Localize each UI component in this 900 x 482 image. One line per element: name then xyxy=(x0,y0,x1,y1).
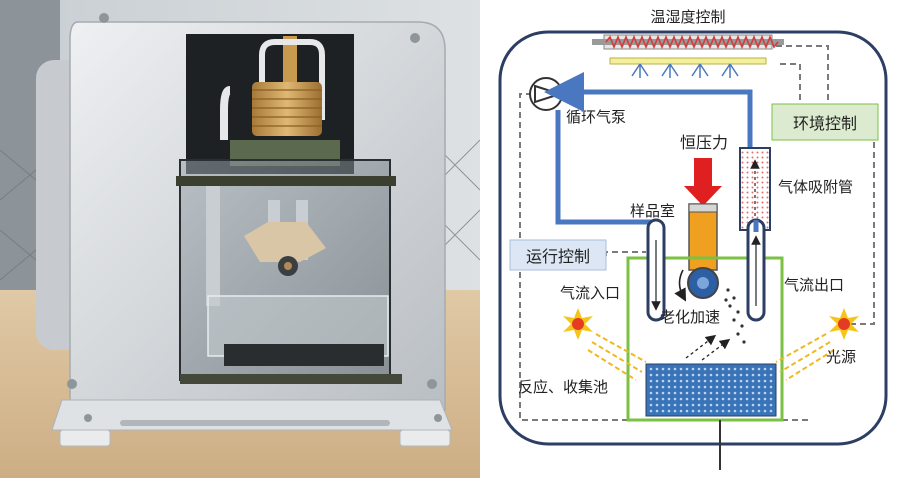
light-rays xyxy=(587,333,835,381)
label-constant-pressure: 恒压力 xyxy=(680,133,728,152)
label-reaction-collection-pool: 反应、收集池 xyxy=(518,378,608,396)
outlet-tube xyxy=(746,218,766,322)
reaction-enclosure xyxy=(626,256,784,422)
outer-frame xyxy=(498,30,888,446)
heater xyxy=(592,34,784,78)
system-diagram-svg: 温湿度控制 循环气泵 环境控制 恒压力 xyxy=(498,8,888,470)
collection-pool xyxy=(645,363,777,417)
label-sample-chamber: 样品室 xyxy=(630,202,675,220)
label-circulation-pump: 循环气泵 xyxy=(566,108,626,126)
piston xyxy=(674,203,719,302)
label-run-control: 运行控制 xyxy=(526,247,590,266)
label-light-source: 光源 xyxy=(826,348,856,366)
inlet-tube xyxy=(646,218,666,322)
label-temp-humidity: 温湿度控制 xyxy=(650,8,725,26)
aerosol-arrows xyxy=(685,334,731,361)
light-source-icon xyxy=(563,308,859,340)
device-photo xyxy=(0,0,481,478)
device-photo-illustration xyxy=(0,0,481,478)
adsorption-tube xyxy=(739,147,771,231)
label-aging-acceleration: 老化加速 xyxy=(660,308,720,326)
label-gas-adsorption-tube: 气体吸附管 xyxy=(778,178,853,196)
label-environment-control: 环境控制 xyxy=(793,114,857,133)
environment-control-box xyxy=(771,103,879,141)
run-control-box xyxy=(509,239,607,271)
system-diagram: 温湿度控制 循环气泵 环境控制 恒压力 xyxy=(480,0,900,478)
pressure-arrow xyxy=(684,158,722,206)
label-airflow-outlet: 气流出口 xyxy=(784,276,844,294)
particles xyxy=(724,288,746,344)
pump-icon xyxy=(529,77,564,111)
label-airflow-inlet: 气流入口 xyxy=(560,284,620,302)
